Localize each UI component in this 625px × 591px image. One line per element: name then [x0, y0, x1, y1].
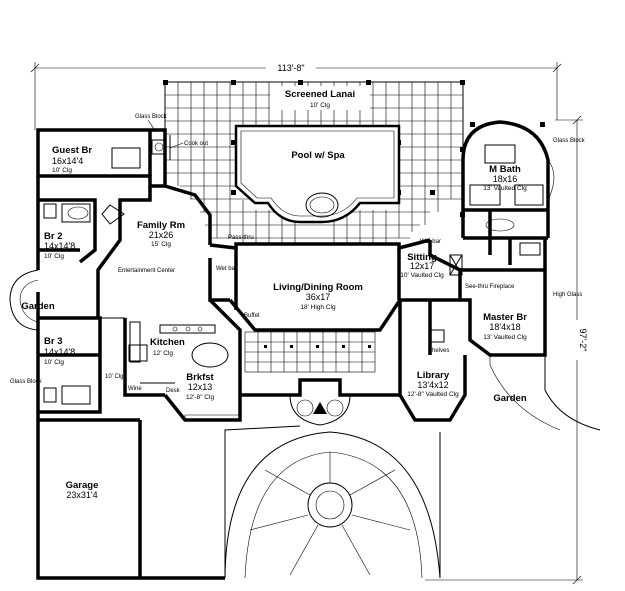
guest-br-clg: 10' Clg: [52, 167, 72, 174]
sitting-size: 12x17: [410, 261, 435, 271]
note-glass-block-left: Glass Block: [10, 379, 43, 385]
width-label: 113'-8": [277, 63, 304, 73]
br2-clg: 10' Clg: [44, 253, 64, 260]
lanai-clg: 10' Clg: [310, 102, 330, 109]
lanai-name: Screened Lanai: [285, 89, 355, 100]
depth-dimension: 97'-2": [425, 115, 588, 585]
guest-br-name: Guest Br: [52, 145, 92, 156]
garden-left-name: Garden: [21, 301, 54, 312]
br3-clg: 10' Clg: [44, 359, 64, 366]
note-wet-bar-left: Wet bar: [216, 266, 237, 272]
living-clg: 18' High Clg: [300, 304, 336, 311]
depth-label: 97'-2": [578, 329, 588, 352]
kitchen-name: Kitchen: [150, 337, 185, 348]
brkfst-name: Brkfst: [186, 372, 214, 383]
courtyard: [224, 355, 601, 579]
note-shelves: Shelves: [428, 348, 449, 354]
master-br-clg: 13' Vaulted Clg: [483, 334, 527, 341]
note-glass-block-right: Glass Block: [553, 138, 586, 144]
brkfst-clg: 12'-8" Clg: [186, 394, 215, 401]
notes: Glass Block Cook out Glass Block Pass-th…: [10, 114, 586, 394]
br3-size: 14x14'8: [44, 347, 75, 357]
garden-right-name: Garden: [493, 393, 526, 404]
library-size: 13'4x12: [417, 380, 448, 390]
family-rm-size: 21x26: [149, 230, 174, 240]
mbath-size: 18x16: [493, 174, 518, 184]
br2-name: Br 2: [44, 231, 62, 242]
note-wine: Wine: [128, 386, 142, 392]
garage-size: 23x31'4: [66, 490, 97, 500]
fixtures: [9, 139, 555, 426]
br2-size: 14x14'8: [44, 241, 75, 251]
pool-name: Pool w/ Spa: [291, 150, 345, 161]
note-high-glass: High Glass: [553, 292, 582, 298]
garage-name: Garage: [66, 480, 99, 491]
family-rm-clg: 15' Clg: [151, 241, 171, 248]
note-entertainment-center: Entertainment Center: [118, 268, 175, 274]
library-name: Library: [417, 370, 450, 381]
library-clg: 12'-8" Vaulted Clg: [407, 391, 459, 398]
mbath-clg: 13' Vaulted Clg: [483, 185, 527, 192]
living-size: 36x17: [306, 292, 331, 302]
br3-name: Br 3: [44, 336, 62, 347]
guest-br-size: 16x14'4: [52, 156, 83, 166]
brkfst-size: 12x13: [188, 382, 213, 392]
kitchen-clg: 12' Clg: [153, 350, 173, 357]
note-clg-10: 10' Clg: [105, 374, 124, 380]
master-br-size: 18'4x18: [489, 322, 520, 332]
note-wet-bar-right: Wet bar: [420, 239, 441, 245]
room-labels: Guest Br 16x14'4 10' Clg Family Rm 21x26…: [21, 145, 527, 500]
pool: Pool w/ Spa: [234, 124, 401, 224]
note-buffet: Buffet: [244, 313, 260, 319]
master-br-name: Master Br: [483, 312, 527, 323]
note-glass-block-top: Glass Block: [135, 114, 168, 120]
mbath-name: M Bath: [489, 164, 521, 175]
sitting-name: Sitting: [407, 252, 437, 263]
family-rm-name: Family Rm: [137, 220, 185, 231]
note-pass-thru: Pass-thru: [228, 235, 254, 241]
note-desk: Desk: [166, 388, 181, 394]
note-see-thru-fireplace: See-thru Fireplace: [465, 284, 515, 290]
living-name: Living/Dining Room: [273, 282, 363, 293]
width-dimension: 113'-8": [30, 62, 562, 130]
note-cook-out: Cook out: [184, 141, 208, 147]
sitting-clg: 10' Vaulted Clg: [400, 272, 444, 279]
